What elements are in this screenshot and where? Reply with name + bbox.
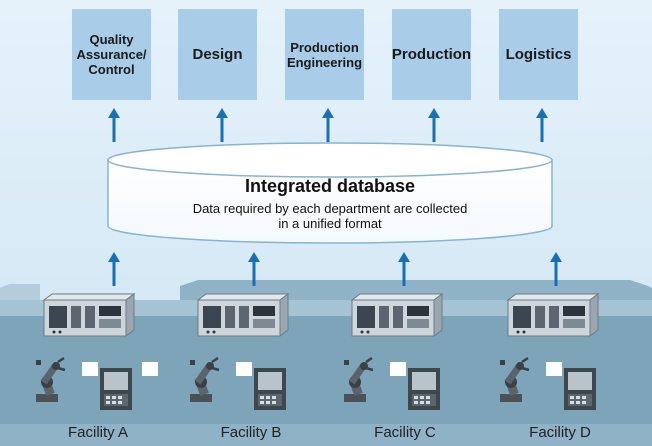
arrow-up-icon xyxy=(108,108,120,142)
department-label: Production xyxy=(391,46,472,63)
department-label: Logistics xyxy=(505,46,572,63)
facility-a xyxy=(34,293,158,410)
machine-terminal-icon xyxy=(564,368,596,410)
arrow-up-icon xyxy=(108,252,120,286)
facility-b xyxy=(188,293,289,410)
facility-label-b: Facility B xyxy=(220,424,282,441)
arrow-up-icon xyxy=(428,108,440,142)
department-quality-assurance: Quality Assurance/ Control xyxy=(72,9,151,100)
facility-label-d: Facility D xyxy=(529,424,591,441)
database-description: Data required by each department are col… xyxy=(192,201,468,231)
arrow-up-icon xyxy=(216,108,228,142)
controller-unit-icon xyxy=(43,293,135,337)
machine-terminal-icon xyxy=(254,368,286,410)
department-label: Quality Assurance/ Control xyxy=(76,32,147,77)
facility-d xyxy=(498,293,599,410)
controller-unit-icon xyxy=(197,293,289,337)
arrow-up-icon xyxy=(536,108,548,142)
facility-label-a: Facility A xyxy=(67,424,128,441)
facility-label-c: Facility C xyxy=(374,424,436,441)
department-logistics: Logistics xyxy=(499,9,578,100)
database-cylinder xyxy=(107,142,553,244)
machine-terminal-icon xyxy=(408,368,440,410)
facility-c xyxy=(342,293,443,410)
controller-unit-icon xyxy=(507,293,599,337)
department-label: Production Engineering xyxy=(286,39,363,70)
arrow-up-icon xyxy=(322,108,334,142)
department-production: Production xyxy=(392,9,471,100)
machine-terminal-icon xyxy=(100,368,132,410)
department-label: Design xyxy=(192,46,243,63)
controller-unit-icon xyxy=(351,293,443,337)
database-title: Integrated database xyxy=(244,176,416,196)
arrows-to-departments xyxy=(108,108,548,142)
database-text: Integrated database Data required by eac… xyxy=(110,170,550,231)
department-design: Design xyxy=(178,9,257,100)
department-production-engineering: Production Engineering xyxy=(285,9,364,100)
